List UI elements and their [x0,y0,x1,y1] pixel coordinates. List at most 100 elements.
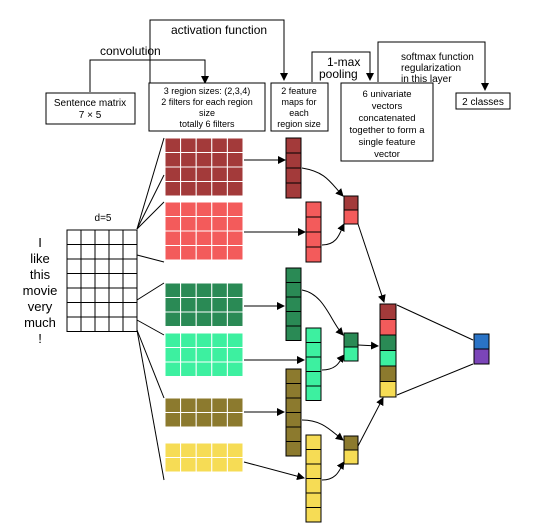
filter-region4-b-cell [195,216,213,232]
filter-region2-a [164,397,244,428]
filter-region4-b-cell [226,245,244,261]
filter-region4-b-cell [164,216,182,232]
concat-olive-cell [379,365,397,382]
sentence-cell-grid-cell [80,302,96,318]
feature-map-darkgreen-cell [285,282,302,298]
filter-region3-b-cell [164,332,182,348]
feature-map-olive [285,368,302,457]
concat-darkgreen [379,334,397,351]
feature-map-red-cell [285,137,302,154]
sentence-cell-grid [66,229,138,332]
output-layer [473,333,490,365]
filter-region2-b-cell [211,457,228,473]
filter-region4-a-cell [164,152,182,168]
output-class-1 [473,333,490,350]
feature-map-darkgreen-cell [285,325,302,341]
feature-maps-box: 2 feature maps for each region size [270,82,329,132]
feature-maps-layer [285,137,322,523]
filter-region4-b-cell [180,230,197,246]
sentence-cell-grid-cell [94,273,110,289]
region-box-line2: 2 filters for each region [161,97,253,107]
filter-region3-b [164,332,244,377]
filter-region2-a-cell [211,397,228,413]
pooled-red-cell [343,195,359,211]
filter-region3-a-cell [211,297,228,313]
filter-region4-a-cell [180,137,197,153]
word-i: I [38,235,42,250]
one-max-label-line1: 1-max [327,55,360,69]
two-classes-box: 2 classes [455,92,511,110]
map-to-pool-arrows [301,167,345,481]
feature-map-olive-cell [285,426,302,442]
filter-region3-a-cell [226,311,244,327]
filter-region3-b-cell [164,361,182,377]
sentence-cell-grid-cell [80,244,96,260]
filter-region3-a-cell [180,297,197,313]
filter-region3-b-cell [180,332,197,348]
filter-region2-a-cell [180,412,197,428]
pooled-olive [343,435,359,451]
feature-map-olive-cell [285,397,302,413]
sentence-cell-grid-cell [108,302,124,318]
sentence-cell-grid-cell [108,244,124,260]
sentence-cell-grid-cell [122,244,138,260]
sentence-box-line1: Sentence matrix [54,98,126,109]
filter-region3-b-cell [226,347,244,363]
filter-region3-b-cell [195,361,213,377]
feature-map-mint-cell [305,342,322,358]
convolution-arrow [89,59,209,92]
softmax-label-line2: regularization [401,63,461,74]
feature-map-mint-cell [305,371,322,387]
pooled-layer [343,195,359,465]
univariate-box-line3: concatenated [358,113,415,124]
feature-map-olive-cell [285,383,302,399]
filter-region3-b-cell [180,347,197,363]
word-much: much [24,315,56,330]
filter-region4-b-cell [180,201,197,217]
filter-region4-a-cell [195,152,213,168]
sentence-cell-grid-cell [122,316,138,332]
dimension-label: d=5 [95,213,112,224]
filter-region4-b-cell [211,245,228,261]
filter-region4-b-cell [211,230,228,246]
activation-function-label: activation function [171,23,267,37]
filter-region3-a-cell [164,282,182,298]
feature-map-darkgreen [285,267,302,341]
pooled-mint [343,346,359,362]
feature-map-red-cell [285,182,302,199]
feature-map-mint-cell [305,327,322,343]
filter-region2-a-cell [195,397,213,413]
feature-map-olive-cell [285,368,302,384]
output-class-2-cell [473,348,490,365]
feature-map-mint [305,327,322,401]
filter-region4-a-cell [211,152,228,168]
filter-region3-a-cell [164,297,182,313]
sentence-cell-grid-cell [66,258,82,274]
filter-region4-a-cell [164,166,182,182]
feature-map-mint-cell [305,385,322,401]
feature-map-salmon-cell [305,231,322,248]
filter-region3-a-cell [164,311,182,327]
filter-region3-a-cell [211,311,228,327]
word-exclamation: ! [38,331,42,346]
sentence-cell-grid-cell [80,229,96,245]
feature-map-yellow-cell [305,478,322,494]
feature-map-yellow-cell [305,463,322,479]
univariate-vectors-box: 6 univariate vectors concatenated togeth… [340,82,434,162]
sentence-cell-grid-cell [108,258,124,274]
sentence-cell-grid-cell [122,287,138,303]
feature-box-line1: 2 feature [281,86,317,96]
filter-region2-b [164,442,244,473]
concat-salmon-cell [379,319,397,336]
filter-region3-b-cell [164,347,182,363]
filter-region4-a-cell [180,152,197,168]
pooled-darkgreen-cell [343,332,359,348]
pooled-yellow-cell [343,449,359,465]
filter-region4-a-cell [226,166,244,182]
filter-region3-b-cell [211,361,228,377]
sentence-cell-grid-cell [108,316,124,332]
filter-region4-b-cell [164,230,182,246]
pooled-red [343,195,359,211]
feature-map-salmon [305,201,322,263]
